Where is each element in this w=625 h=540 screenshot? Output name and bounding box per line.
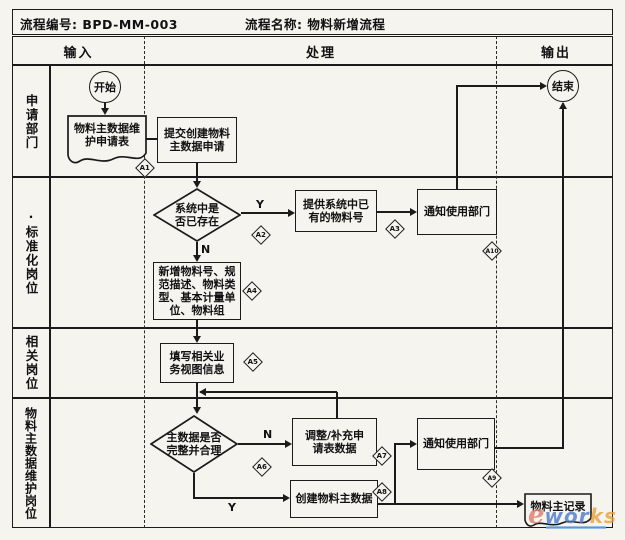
connector-provide-notify — [377, 211, 411, 213]
connector-complete-yes-h — [193, 497, 284, 499]
input-process-divider — [144, 36, 145, 528]
connector-exists-no — [196, 242, 198, 256]
connector-create-record — [378, 503, 518, 505]
arrowhead — [283, 494, 290, 502]
swimlane-table-frame — [12, 36, 613, 528]
connector-create-notify-h — [394, 443, 411, 445]
arrowhead — [193, 336, 201, 343]
process-submit-request: 提交创建物料主数据申请 — [157, 117, 237, 163]
document-request-form: 物料主数据维护申请表 — [67, 115, 147, 167]
notify-dept-std-label: 通知使用部门 — [424, 205, 490, 219]
arrowhead — [193, 255, 201, 262]
arrowhead — [193, 407, 201, 414]
process-name: 流程名称: 物料新增流程 — [245, 17, 386, 32]
label-exists-yes: Y — [256, 198, 264, 211]
title-bar — [12, 9, 613, 35]
lane-label-mdm-post: 物料主数据维护岗位 — [23, 406, 38, 520]
connector-create-notify-v — [394, 443, 396, 504]
start-node: 开始 — [89, 71, 121, 103]
new-material-info-label: 新增物料号、规范描述、物料类型、基本计量单位、物料组 — [158, 265, 236, 317]
connector-notify-std-right — [456, 85, 541, 87]
label-exists-no: N — [201, 243, 211, 256]
lane-label-standardization-post: ·标准化岗位 — [23, 208, 39, 296]
create-master-data-label: 创建物料主数据 — [295, 492, 373, 506]
connector-feedback-v — [336, 392, 338, 418]
arrowhead — [517, 500, 524, 508]
connector-complete-no — [238, 443, 286, 445]
connector-newmat-fill — [196, 320, 198, 337]
fill-business-views-label: 填写相关业务视图信息 — [169, 349, 225, 377]
submit-request-label: 提交创建物料主数据申请 — [164, 126, 230, 154]
process-new-material-info: 新增物料号、规范描述、物料类型、基本计量单位、物料组 — [153, 262, 241, 320]
provide-existing-label: 提供系统中已有的物料号 — [303, 197, 369, 225]
data-complete-label: 主数据是否完整并合理 — [166, 431, 222, 457]
watermark-wor: wor — [544, 504, 590, 528]
request-form-label: 物料主数据维护申请表 — [74, 122, 140, 148]
arrowhead — [540, 82, 547, 90]
master-record-label: 物料主记录 — [530, 499, 586, 513]
end-node: 结束 — [547, 70, 579, 102]
process-notify-dept-std: 通知使用部门 — [417, 189, 497, 235]
arrowhead — [288, 209, 295, 217]
column-header-output: 输出 — [540, 45, 571, 61]
connector-form-submit — [145, 138, 158, 140]
connector-fill-decision — [196, 383, 198, 408]
adjust-form-data-label: 调整/补充申请表数据 — [304, 428, 365, 456]
arrowhead — [199, 388, 206, 396]
watermark-underline — [546, 526, 606, 529]
arrowhead — [559, 102, 567, 109]
document-master-record: 物料主记录 — [524, 493, 592, 529]
column-header-input: 输入 — [63, 45, 94, 61]
process-notify-dept-mdm: 通知使用部门 — [417, 418, 495, 470]
system-exists-label: 系统中是否已存在 — [175, 202, 219, 228]
end-label: 结束 — [552, 80, 574, 93]
process-code: 流程编号: BPD-MM-003 — [20, 17, 178, 32]
lane-label-related-post: 相关岗位 — [23, 334, 39, 391]
connector-feedback-h — [200, 391, 337, 393]
connector-exists-yes — [241, 212, 289, 214]
arrowhead — [101, 108, 109, 115]
process-adjust-form-data: 调整/补充申请表数据 — [292, 418, 377, 466]
lane-label-applying-dept: 申请部门 — [23, 94, 39, 150]
header-row-border — [12, 64, 613, 66]
start-label: 开始 — [94, 81, 116, 94]
lane-border-2 — [12, 327, 613, 329]
connector-submit-decision — [196, 163, 198, 182]
connector-notify-mdm-h — [495, 447, 563, 449]
decision-data-complete: 主数据是否完整并合理 — [150, 415, 238, 473]
arrowhead — [410, 208, 417, 216]
lane-border-3 — [12, 397, 613, 399]
arrowhead — [193, 181, 201, 188]
process-provide-existing: 提供系统中已有的物料号 — [295, 190, 377, 232]
watermark-ks: ks — [589, 504, 617, 528]
lane-label-column-border — [49, 64, 51, 528]
label-complete-no: N — [263, 428, 273, 441]
notify-dept-mdm-label: 通知使用部门 — [423, 437, 489, 451]
decision-system-exists: 系统中是否已存在 — [153, 188, 241, 242]
connector-start-form — [104, 101, 106, 109]
connector-complete-yes-v — [193, 473, 195, 498]
process-fill-business-views: 填写相关业务视图信息 — [160, 343, 234, 383]
lane-border-1 — [12, 176, 613, 178]
arrowhead — [410, 440, 417, 448]
process-output-divider — [496, 36, 497, 528]
watermark-e: e — [528, 500, 545, 530]
process-create-master-data: 创建物料主数据 — [290, 480, 378, 518]
column-header-process: 处理 — [305, 45, 336, 61]
connector-notify-std-up — [456, 85, 458, 189]
eworks-watermark: eworks — [528, 500, 617, 530]
label-complete-yes: Y — [228, 501, 236, 514]
connector-notify-mdm-v — [562, 103, 564, 449]
arrowhead — [285, 440, 292, 448]
